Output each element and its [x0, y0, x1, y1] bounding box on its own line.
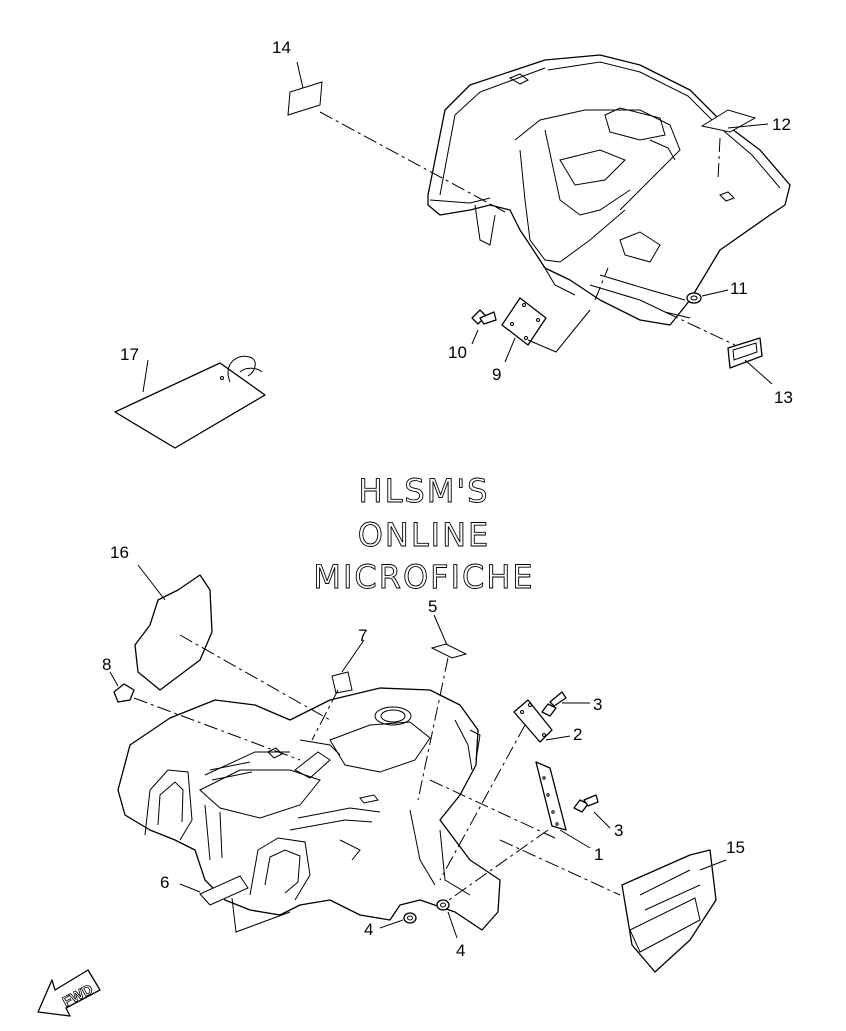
watermark-line-3: MICROFICHE	[313, 558, 534, 596]
plate-1	[535, 761, 567, 831]
callout-12: 12	[772, 115, 791, 134]
fwd-arrow-icon: FWD	[37, 969, 101, 1017]
callout-4b: 4	[456, 941, 465, 960]
callout-11: 11	[730, 279, 748, 298]
callout-13: 13	[774, 388, 793, 407]
callout-10: 10	[448, 343, 467, 362]
callout-17: 17	[120, 345, 139, 364]
watermark-line-1: HLSM'S	[359, 472, 490, 510]
cap-8	[113, 683, 135, 703]
plate-9	[501, 297, 547, 346]
callout-15: 15	[726, 838, 745, 857]
callout-labels: 14 12 11 10 9 13 17 16 5 7 8 3 2 3 1 15 …	[102, 38, 793, 960]
callout-3a: 3	[593, 695, 602, 714]
plate-2	[513, 699, 553, 743]
callout-5: 5	[428, 597, 437, 616]
grommet-4b	[436, 899, 450, 911]
leaders-top	[142, 61, 773, 393]
watermark: HLSM'S ONLINE MICROFICHE	[313, 472, 534, 597]
decal-6	[199, 875, 249, 906]
callout-7: 7	[358, 626, 367, 645]
bolt-3b	[573, 794, 599, 813]
watermark-line-2: ONLINE	[358, 516, 491, 554]
callout-14: 14	[272, 38, 291, 57]
callout-4a: 4	[364, 920, 373, 939]
leaders-bottom	[109, 564, 727, 939]
callout-6: 6	[160, 873, 169, 892]
rear-fender	[427, 54, 791, 326]
sheet-16	[134, 574, 213, 691]
tag-17	[114, 355, 266, 449]
decal-12	[700, 109, 757, 133]
front-fender	[117, 687, 501, 931]
callout-8: 8	[102, 655, 111, 674]
callout-1: 1	[594, 845, 603, 864]
rivet-10	[471, 309, 497, 325]
grommet-11	[686, 292, 702, 304]
bolt-3a	[541, 691, 567, 717]
grommet-4a	[403, 912, 417, 924]
callout-9: 9	[492, 365, 501, 384]
callout-2: 2	[573, 725, 582, 744]
callout-3b: 3	[614, 821, 623, 840]
emblem-13	[727, 337, 763, 369]
decal-5	[430, 643, 468, 659]
decal-14	[287, 81, 323, 116]
decal-7	[331, 671, 353, 694]
callout-16: 16	[110, 543, 129, 562]
emblem-15	[621, 849, 717, 973]
